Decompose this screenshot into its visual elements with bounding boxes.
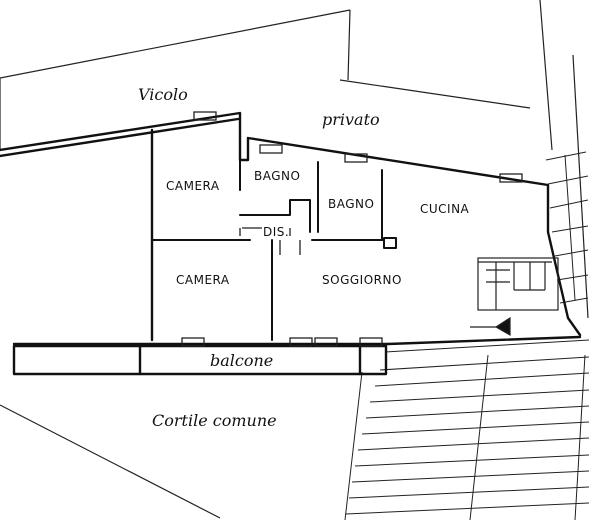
room-soggiorno: SOGGIORNO	[322, 273, 402, 287]
window-marks	[181, 111, 523, 347]
interior-walls	[151, 159, 397, 341]
label-vicolo: Vicolo	[138, 85, 188, 104]
courtyard-ramp	[344, 339, 589, 520]
room-camera-bottom: CAMERA	[176, 273, 230, 287]
room-dis: DIS.	[263, 225, 289, 239]
entrance-arrow-icon	[494, 316, 511, 337]
room-bagno-right: BAGNO	[328, 197, 374, 211]
label-balcone: balcone	[210, 351, 273, 370]
steps-right	[545, 151, 589, 304]
room-cucina: CUCINA	[420, 202, 470, 216]
room-camera-top: CAMERA	[166, 179, 220, 193]
label-cortile: Cortile comune	[152, 411, 277, 430]
internal-stair	[470, 257, 559, 337]
label-privato: privato	[322, 110, 380, 129]
outer-walls	[0, 111, 582, 376]
room-bagno-small: BAGNO	[254, 169, 300, 183]
